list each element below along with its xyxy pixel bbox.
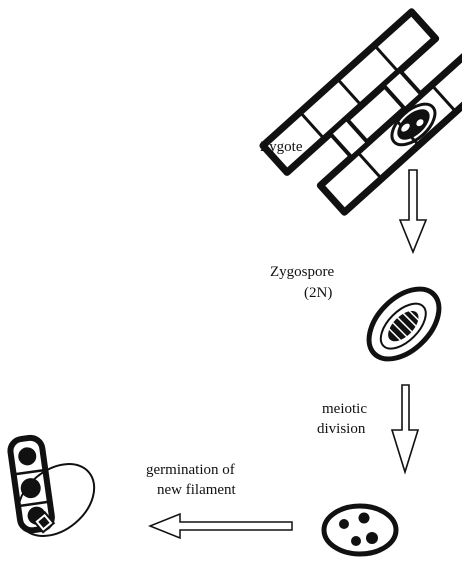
meiotic-label-line2: division xyxy=(317,420,365,438)
zygote-label: Zygote xyxy=(260,138,303,156)
germination-label-line2: new filament xyxy=(157,481,236,499)
arrow-down-icon xyxy=(400,170,426,252)
zygospore-ploidy-label: (2N) xyxy=(304,284,332,302)
zygospore-label: Zygospore xyxy=(270,263,334,281)
arrow-meiosis-icon xyxy=(392,385,418,472)
arrow-left-icon xyxy=(150,514,292,538)
germinating-filament-icon xyxy=(4,436,108,550)
germination-label-line1: germination of xyxy=(146,461,235,479)
zygospore-cell-icon xyxy=(356,276,452,372)
conjugating-filaments-icon xyxy=(263,1,462,223)
four-nuclei-cell-icon xyxy=(324,506,396,554)
meiotic-label-line1: meiotic xyxy=(322,400,367,418)
